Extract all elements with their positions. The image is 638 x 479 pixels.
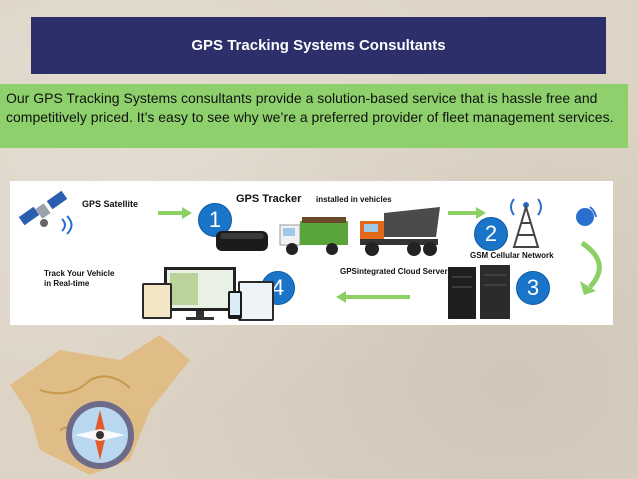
track-label-line1: Track Your Vehicle <box>44 269 115 278</box>
cloud-label: GPSintegrated Cloud Server <box>340 267 448 276</box>
gps-flow-diagram: GPS Satellite 1 GPS Tracker installed in… <box>10 181 613 325</box>
slide-title-bar: GPS Tracking Systems Consultants <box>31 17 606 74</box>
satellite-dish-icon <box>576 206 597 226</box>
satellite-label: GPS Satellite <box>82 199 139 209</box>
flow-arrow-right-1 <box>158 207 192 219</box>
step-2-badge: 2 <box>474 217 508 251</box>
flow-arrow-left <box>336 291 410 303</box>
intro-text: Our GPS Tracking Systems consultants pro… <box>6 90 614 125</box>
track-label-line2: in Real-time <box>44 279 90 288</box>
cell-tower-icon <box>510 198 542 248</box>
map-compass-decoration-icon <box>10 335 190 475</box>
intro-box: Our GPS Tracking Systems consultants pro… <box>0 84 628 148</box>
flow-arrow-curved <box>580 240 602 295</box>
step-1-badge: 1 <box>198 203 232 237</box>
tracker-sublabel: installed in vehicles <box>316 195 392 204</box>
tracker-device-icon <box>216 231 268 251</box>
dump-truck-icon <box>360 207 440 256</box>
step-3-badge: 3 <box>516 271 550 305</box>
devices-dashboard-icon <box>142 267 274 321</box>
satellite-icon <box>18 190 73 235</box>
tracker-label: GPS Tracker <box>236 193 302 205</box>
truck-green-icon <box>279 217 348 255</box>
slide-title: GPS Tracking Systems Consultants <box>191 37 446 54</box>
network-label: GSM Cellular Network <box>470 251 554 260</box>
cloud-server-icon <box>448 265 510 319</box>
flow-arrow-right-2 <box>448 207 486 219</box>
